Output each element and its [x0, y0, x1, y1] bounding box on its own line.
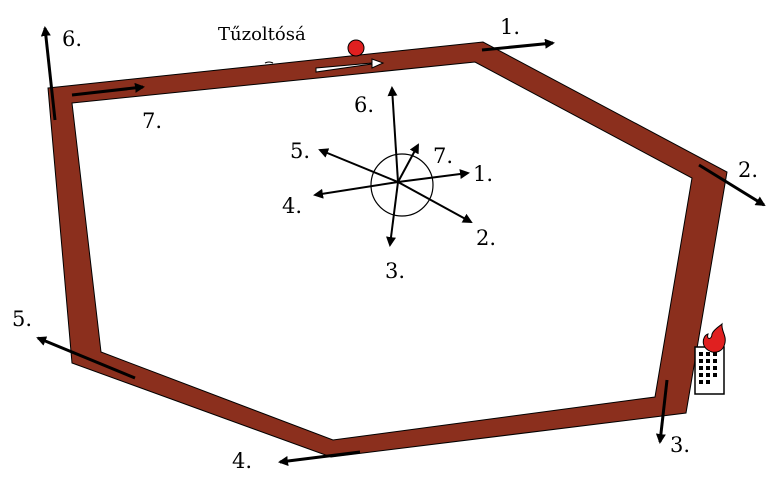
- compass-label-5: 5.: [290, 139, 310, 163]
- compass-label-6: 6.: [354, 93, 374, 117]
- compass-label-3: 3.: [385, 259, 405, 283]
- outer-arrow-1: [481, 38, 555, 52]
- outer-label-6: 6.: [62, 27, 82, 51]
- red-dot-icon: [347, 39, 365, 57]
- compass-label-4: 4.: [282, 194, 302, 218]
- outer-label-2: 2.: [738, 158, 758, 182]
- outer-label-5: 5.: [12, 307, 32, 331]
- compass-arrow-1: [397, 169, 470, 183]
- compass-arrow-3: [386, 181, 399, 247]
- compass-arrow-2: [397, 181, 473, 223]
- compass-arrow-4: [313, 181, 399, 199]
- outer-label-3: 3.: [670, 433, 690, 457]
- compass-circle: [370, 153, 434, 217]
- station-label: Tűzoltósá: [218, 24, 306, 45]
- compass-arrow-7: [397, 143, 419, 183]
- road-arrow-top-left: [71, 82, 145, 97]
- compass-arrow-5: [318, 148, 399, 183]
- compass-arrow-6: [387, 86, 399, 183]
- outer-arrow-2: [698, 163, 766, 207]
- compass-label-2: 2.: [476, 226, 496, 250]
- outer-arrow-6: [40, 26, 57, 121]
- compass: [313, 86, 473, 247]
- burning-building-icon: [694, 322, 726, 395]
- flame-icon: [702, 322, 726, 353]
- outer-arrow-4: [278, 450, 361, 466]
- outer-label-1: 1.: [500, 15, 520, 39]
- road-loop: [47, 41, 728, 458]
- outer-label-7: 7.: [142, 109, 162, 133]
- outer-label-4: 4.: [232, 449, 252, 473]
- station-underline-mark: [264, 61, 274, 64]
- road-arrow-white: [315, 58, 385, 73]
- outer-arrow-3: [655, 379, 669, 444]
- compass-label-1: 1.: [473, 162, 493, 186]
- outer-arrow-5: [36, 336, 136, 380]
- compass-label-7: 7.: [433, 144, 453, 168]
